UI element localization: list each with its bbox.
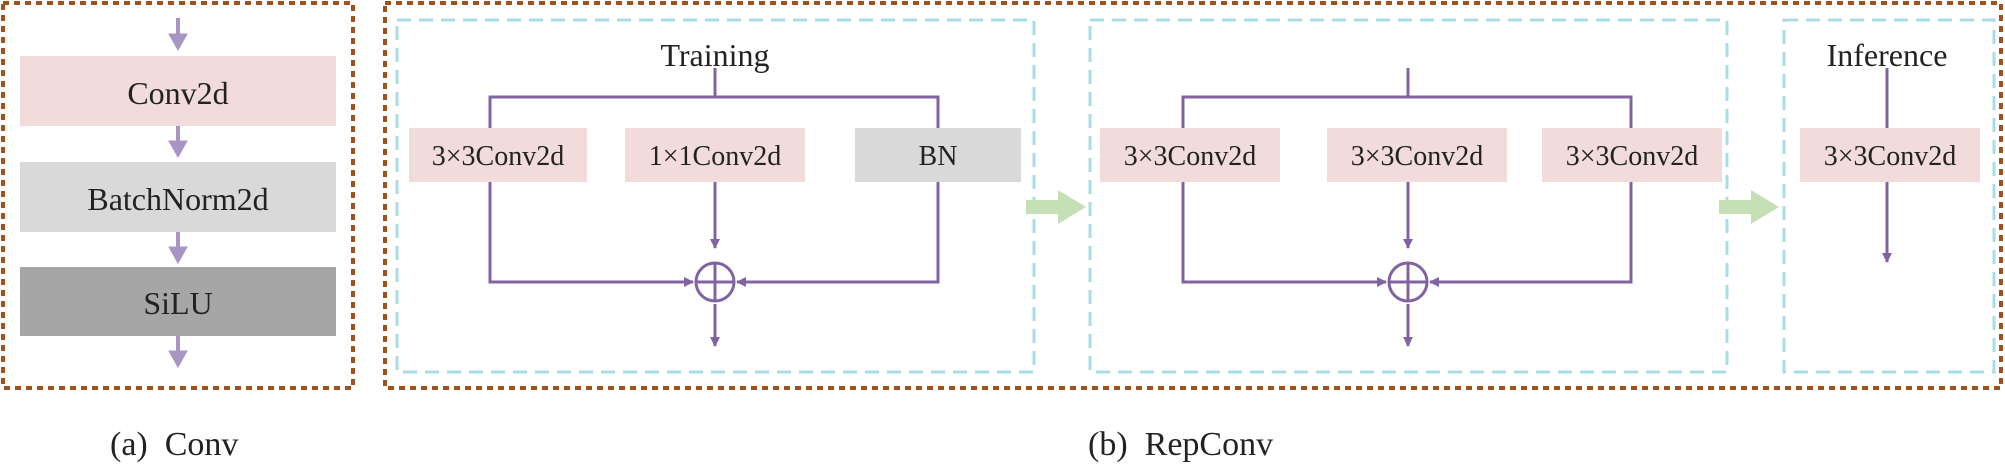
panel-a-arrows [168,18,188,369]
intermediate-conv3x3-label-1: 3×3Conv2d [1124,141,1256,172]
training-conv3x3-block [409,128,587,182]
training-conv1x1-label: 1×1Conv2d [649,141,781,172]
silu-label: SiLU [143,285,212,321]
intermediate-conv3x3-block-1 [1100,128,1280,182]
panel-a-conv: Conv2d BatchNorm2d SiLU [1,1,355,390]
down-arrow-icon [168,140,188,159]
training-title: Training [660,37,769,73]
silu-block [20,267,336,336]
intermediate-conv3x3-block-2 [1327,128,1507,182]
down-arrow-icon [168,33,188,52]
intermediate-branch-lines [1181,68,1633,347]
conv2d-label: Conv2d [127,75,228,111]
intermediate-conv3x3-label-2: 3×3Conv2d [1351,141,1483,172]
conv2d-block [20,56,336,126]
intermediate-conv3x3-block-3 [1542,128,1722,182]
sum-circle-icon [694,261,736,303]
panel-a-border [1,1,355,390]
training-subpanel [395,18,1036,374]
inference-conv3x3-label: 3×3Conv2d [1824,141,1956,172]
down-arrow-icon [168,350,188,369]
training-bn-label: BN [919,141,958,172]
batchnorm2d-block [20,162,336,232]
panel-b-border [383,1,2003,390]
right-arrow-icon [1719,190,1779,224]
caption-b: (b) RepConv [1088,426,1273,463]
sum-circle-icon [1387,261,1429,303]
training-branch-lines [488,68,940,347]
intermediate-subpanel [1088,18,1729,374]
training-conv3x3-label: 3×3Conv2d [432,141,564,172]
inference-title: Inference [1827,37,1948,73]
panel-b-repconv: Training 3×3Conv2d 1×1Conv2d BN [383,1,2003,390]
batchnorm2d-label: BatchNorm2d [87,181,268,217]
caption-a: (a) Conv [110,426,238,463]
inference-conv3x3-block [1800,128,1980,182]
training-bn-block [855,128,1021,182]
intermediate-conv3x3-label-3: 3×3Conv2d [1566,141,1698,172]
right-arrow-icon [1026,190,1086,224]
inference-subpanel [1782,18,1996,374]
training-conv1x1-block [625,128,805,182]
down-arrow-icon [168,246,188,265]
